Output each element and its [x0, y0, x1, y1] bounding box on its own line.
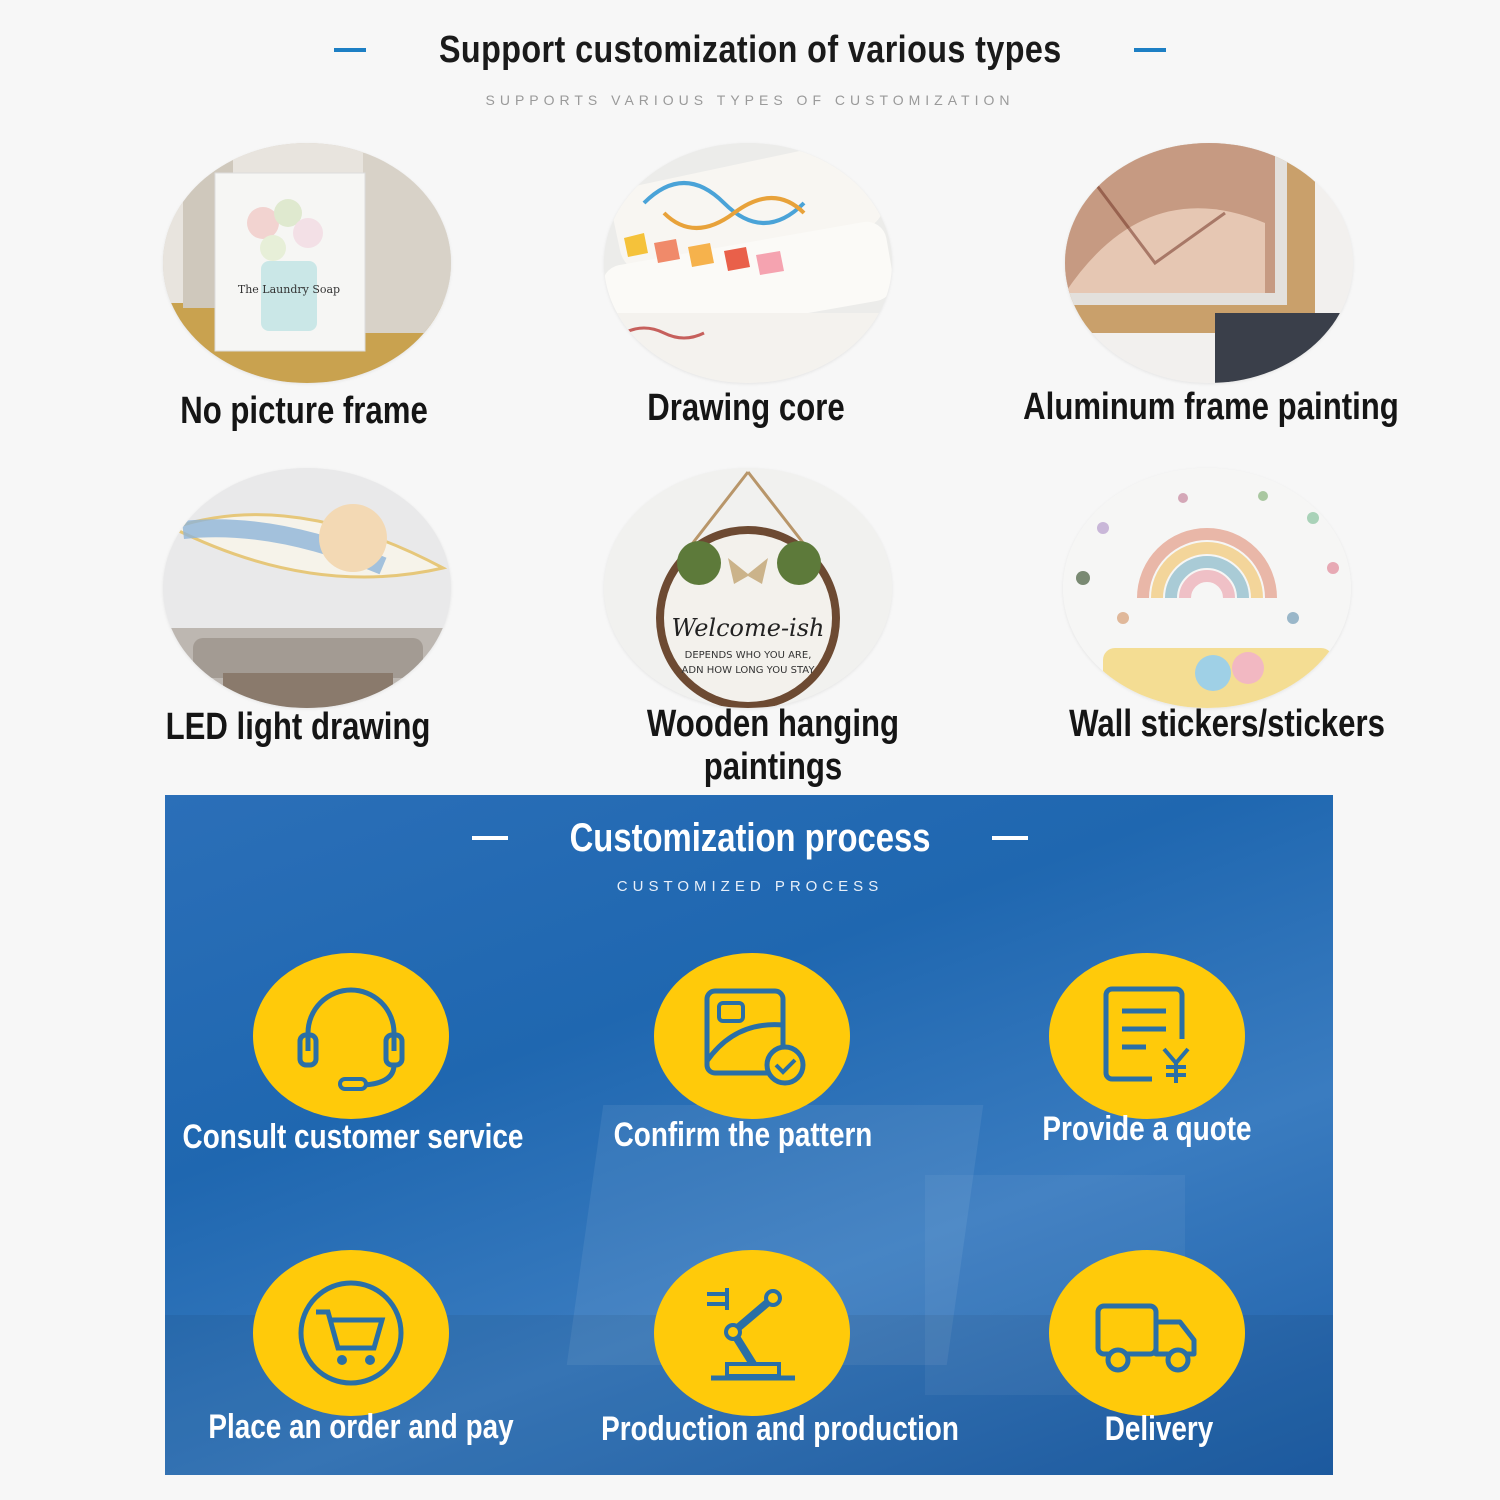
- type-label-wooden-hanging-paintings: Wooden hanging paintings: [646, 703, 900, 788]
- quote-document-icon: [1103, 986, 1190, 1083]
- led-light-drawing-image: [163, 468, 451, 708]
- wall-stickers-image: [1063, 468, 1351, 708]
- laundry-print-text: The Laundry Soap: [238, 283, 340, 296]
- no-picture-frame-image: The Laundry Soap: [163, 143, 451, 383]
- types-subtitle: SUPPORTS VARIOUS TYPES OF CUSTOMIZATION: [485, 92, 1015, 108]
- drawing-core-image: [604, 143, 892, 383]
- step-label-quote: Provide a quote: [1042, 1110, 1252, 1148]
- type-label-drawing-core: Drawing core: [647, 387, 845, 429]
- step-label-consult: Consult customer service: [182, 1118, 524, 1156]
- step-delivery-circle: [1049, 1250, 1245, 1416]
- types-title: Support customization of various types: [438, 28, 1062, 71]
- title-dash-left: [333, 48, 366, 52]
- step-production-circle: [654, 1250, 850, 1416]
- step-label-confirm: Confirm the pattern: [613, 1116, 873, 1154]
- process-section-title: Customization process: [0, 812, 1500, 864]
- robot-arm-icon: [707, 1288, 795, 1381]
- type-label-led-light-drawing: LED light drawing: [165, 706, 431, 748]
- delivery-truck-icon: [1095, 1303, 1197, 1373]
- process-dash-left: [471, 836, 508, 840]
- process-title: Customization process: [569, 815, 931, 860]
- step-confirm-circle: [654, 953, 850, 1119]
- process-subtitle: CUSTOMIZED PROCESS: [616, 878, 884, 895]
- process-dash-right: [992, 836, 1029, 840]
- step-label-order: Place an order and pay: [208, 1408, 514, 1446]
- sign-title-text: Welcome-ish: [672, 614, 825, 642]
- step-consult-circle: [253, 953, 449, 1119]
- wooden-hanging-painting-image: Welcome-ish DEPENDS WHO YOU ARE, ADN HOW…: [604, 468, 892, 708]
- type-label-no-picture-frame: No picture frame: [180, 390, 428, 432]
- type-label-aluminum-frame-painting: Aluminum frame painting: [1023, 386, 1399, 428]
- type-label-wall-stickers: Wall stickers/stickers: [1069, 703, 1385, 745]
- step-order-circle: [253, 1250, 449, 1416]
- types-section-title: Support customization of various types: [0, 22, 1500, 78]
- step-label-delivery: Delivery: [1104, 1410, 1214, 1448]
- title-dash-right: [1134, 48, 1167, 52]
- shopping-cart-icon: [298, 1280, 404, 1386]
- image-check-icon: [704, 988, 806, 1086]
- step-label-production: Production and production: [601, 1410, 959, 1448]
- step-quote-circle: [1049, 953, 1245, 1119]
- sign-line2-text: ADN HOW LONG YOU STAY: [682, 665, 816, 676]
- sign-line1-text: DEPENDS WHO YOU ARE,: [685, 650, 812, 661]
- headset-icon: [297, 987, 405, 1091]
- aluminum-frame-image: [1065, 143, 1353, 383]
